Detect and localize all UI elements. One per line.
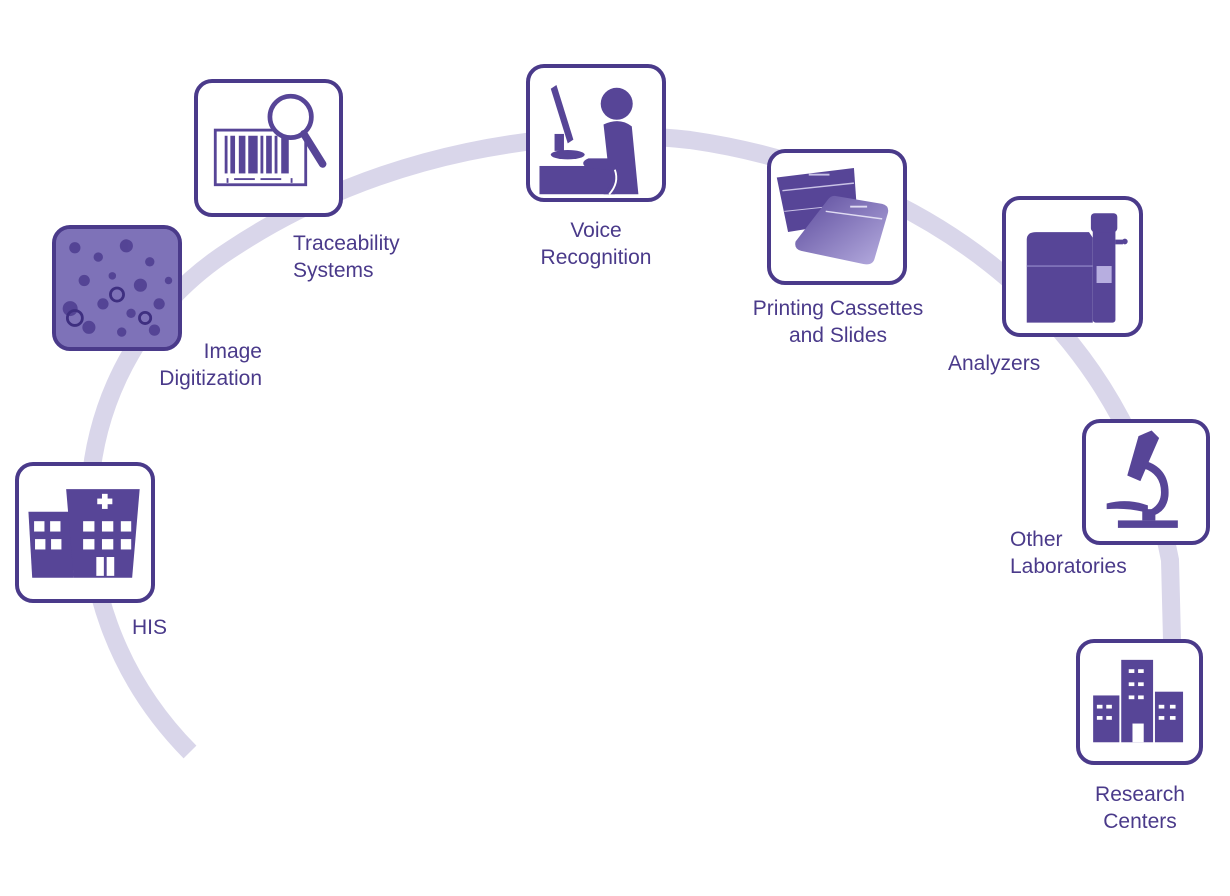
label-other-labs: Other Laboratories — [1010, 526, 1127, 580]
label-his: HIS — [132, 614, 167, 641]
research-buildings-icon — [1076, 639, 1203, 765]
label-line: Traceability — [293, 232, 400, 255]
label-line: Laboratories — [1010, 555, 1127, 578]
label-line: Voice — [570, 219, 622, 242]
microscope-icon — [1082, 419, 1210, 545]
hospital-icon — [15, 462, 155, 603]
label-line: Image — [203, 340, 262, 363]
person-at-computer-icon — [526, 64, 666, 202]
cassettes-slides-icon — [767, 149, 907, 285]
label-line: Analyzers — [948, 352, 1041, 375]
label-analyzers: Analyzers — [948, 350, 1040, 377]
label-research: Research Centers — [1060, 781, 1220, 835]
label-line: Centers — [1103, 810, 1177, 833]
microscopy-image-icon — [52, 225, 182, 351]
label-line: Systems — [293, 259, 374, 282]
label-line: Digitization — [159, 367, 262, 390]
label-line: Other — [1010, 528, 1063, 551]
label-image-digitization: Image Digitization — [140, 338, 262, 392]
label-line: and Slides — [788, 324, 888, 347]
analyzer-icon — [1002, 196, 1143, 337]
label-line: Recognition — [540, 246, 652, 269]
barcode-magnifier-icon — [194, 79, 343, 217]
label-printing: Printing Cassettes and Slides — [738, 295, 938, 349]
label-traceability: Traceability Systems — [293, 230, 400, 284]
label-line: Research — [1095, 783, 1185, 806]
label-line: HIS — [132, 616, 168, 639]
label-line: Printing Cassettes — [752, 297, 924, 320]
label-voice-recognition: Voice Recognition — [516, 217, 676, 271]
